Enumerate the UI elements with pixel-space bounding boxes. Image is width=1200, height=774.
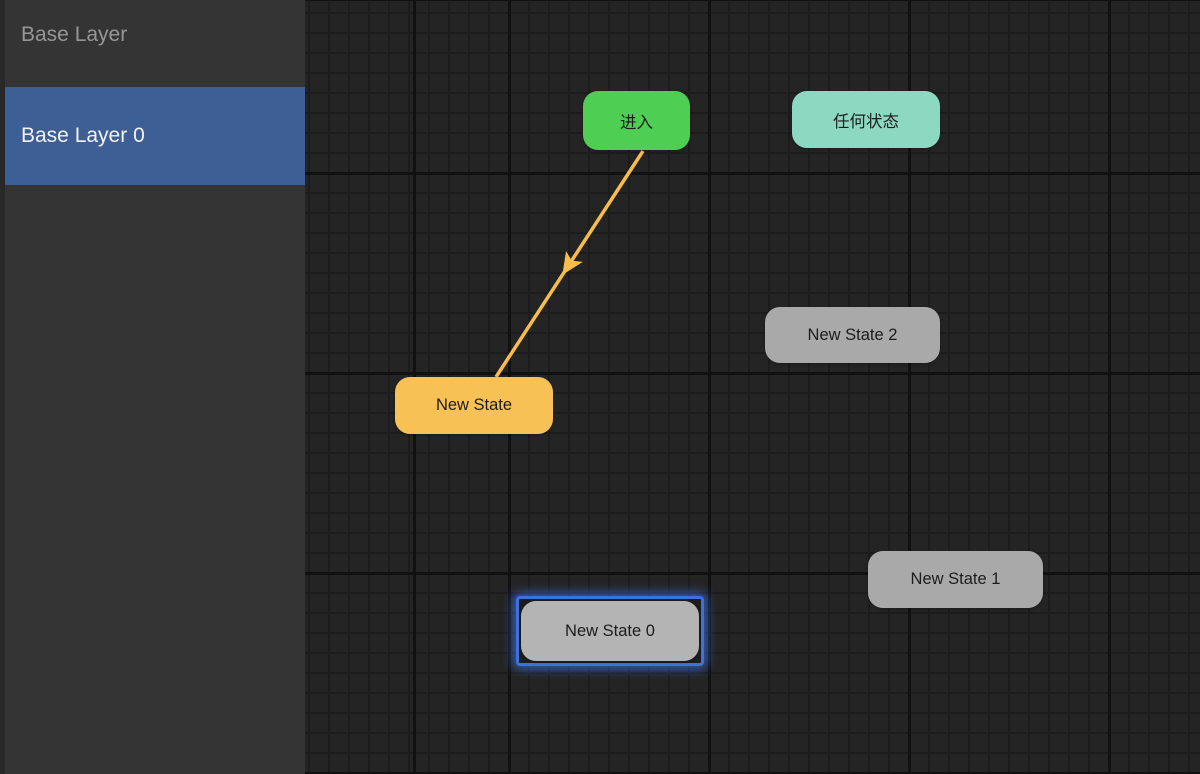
state-node-any-state[interactable]: 任何状态 xyxy=(792,91,940,148)
layer-item-base-layer[interactable]: Base Layer xyxy=(5,0,305,87)
state-node-label: New State xyxy=(435,396,513,414)
layers-panel: Base Layer Base Layer 0 xyxy=(0,0,305,774)
state-node-new-state-1[interactable]: New State 1 xyxy=(868,551,1043,608)
layer-item-base-layer-0[interactable]: Base Layer 0 xyxy=(5,87,305,185)
state-node-label: New State 0 xyxy=(565,621,655,640)
layer-item-label: Base Layer 0 xyxy=(21,124,145,147)
state-node-label: 进入 xyxy=(620,113,653,132)
state-node-new-state-2[interactable]: New State 2 xyxy=(765,307,940,363)
layer-item-label: Base Layer xyxy=(21,22,128,46)
state-node-label: 任何状态 xyxy=(833,112,899,131)
state-node-entry[interactable]: 进入 xyxy=(583,91,690,150)
state-node-label: New State 1 xyxy=(910,570,1001,588)
transition-line-entry-to-new-state[interactable] xyxy=(494,150,645,378)
state-node-new-state-0[interactable]: New State 0 xyxy=(521,601,699,661)
state-node-new-state[interactable]: New State xyxy=(395,377,553,434)
state-node-label: New State 2 xyxy=(807,325,898,344)
transition-arrowhead-icon xyxy=(562,251,583,275)
